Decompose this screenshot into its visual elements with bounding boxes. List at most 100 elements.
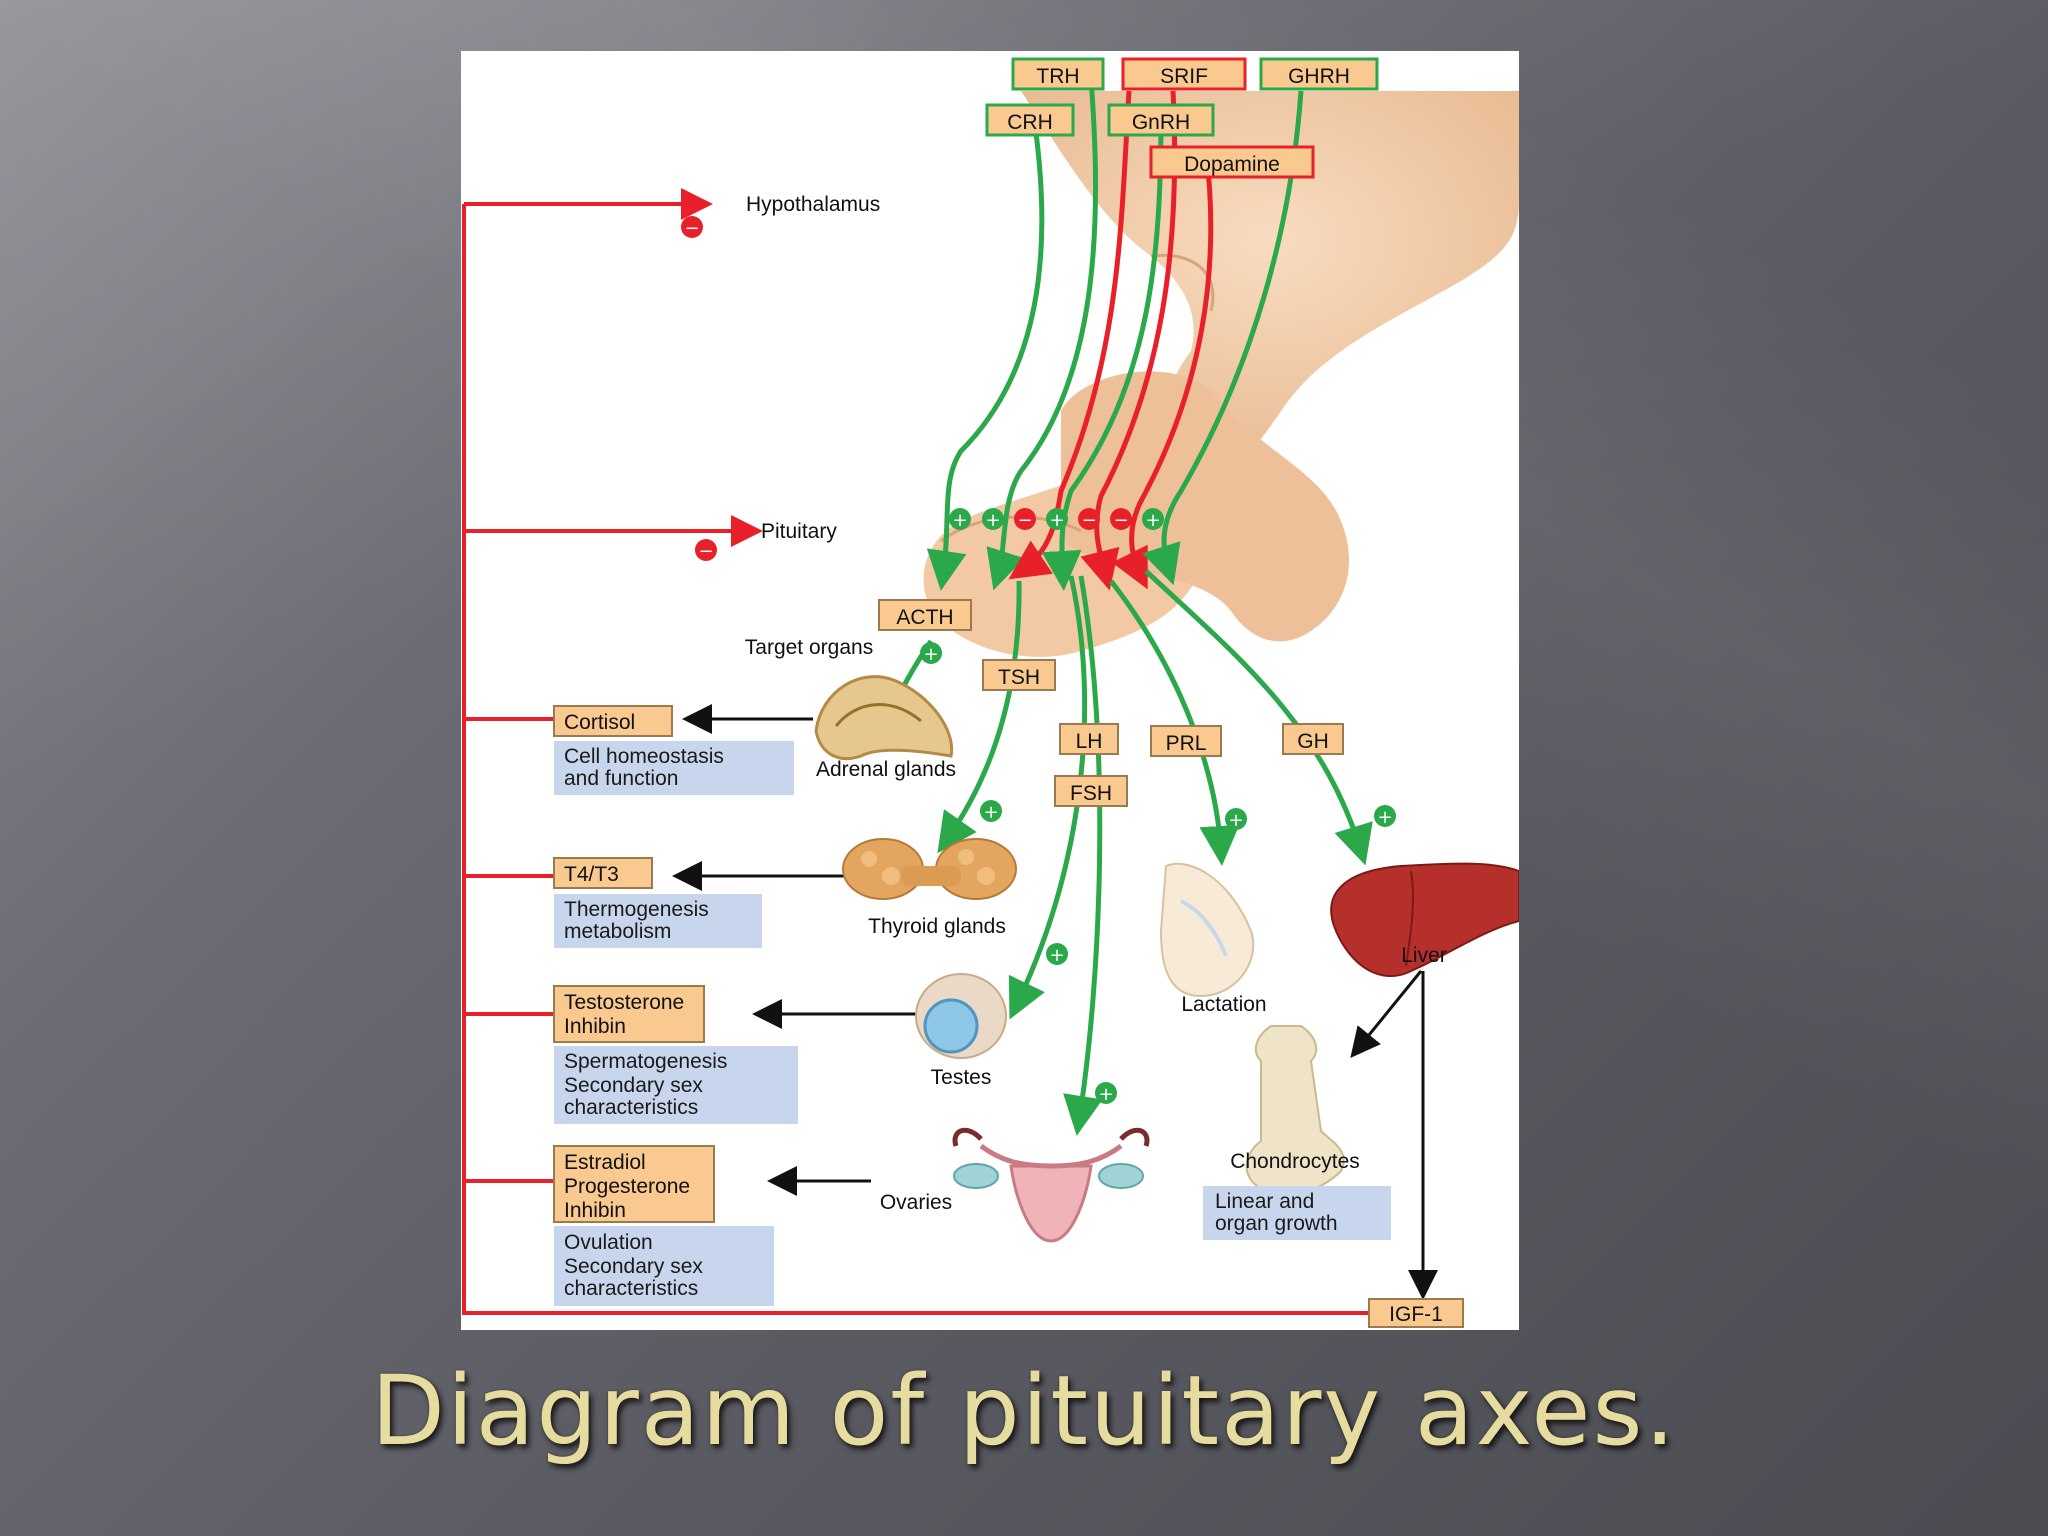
testosterone-box: [553, 985, 705, 1043]
svg-text:SRIF: SRIF: [1160, 65, 1208, 88]
svg-text:Thermogenesis: Thermogenesis: [564, 898, 709, 921]
svg-text:+: +: [1049, 945, 1064, 966]
svg-text:TSH: TSH: [998, 666, 1040, 689]
ghrh-path: [1142, 90, 1304, 586]
gnrh-path: [1041, 116, 1164, 591]
svg-text:Liver: Liver: [1401, 944, 1447, 967]
estradiol-box: [553, 1145, 715, 1223]
pituitary-gland: [923, 371, 1350, 657]
svg-text:Adrenal glands: Adrenal glands: [816, 758, 956, 781]
svg-text:T4/T3: T4/T3: [564, 863, 619, 886]
pituitary-sign-badges: + + − + − − +: [949, 508, 1164, 531]
svg-text:+: +: [923, 644, 938, 665]
svg-text:Dopamine: Dopamine: [1184, 153, 1280, 176]
svg-text:Cortisol: Cortisol: [564, 711, 635, 734]
sign-badge-5: −: [1078, 508, 1100, 531]
svg-text:characteristics: characteristics: [564, 1277, 698, 1300]
igf1-box: [1368, 1298, 1464, 1328]
svg-text:TRH: TRH: [1036, 65, 1079, 88]
releasing-factor-paths: [926, 78, 1304, 591]
cortisol-box: [553, 705, 673, 737]
dopamine-box: [1149, 145, 1315, 179]
svg-text:Spermatogenesis: Spermatogenesis: [564, 1050, 727, 1073]
hormone-boxes: [553, 57, 1464, 1328]
svg-text:−: −: [1081, 510, 1096, 531]
gnrh-box: [1107, 103, 1215, 137]
sign-badge-6: −: [1110, 508, 1132, 531]
svg-text:Target organs: Target organs: [745, 636, 873, 659]
svg-text:−: −: [698, 541, 713, 562]
svg-text:Secondary sex: Secondary sex: [564, 1074, 703, 1097]
feedback-loop: [462, 188, 1393, 1315]
svg-text:+: +: [1228, 810, 1243, 831]
svg-text:+: +: [1049, 510, 1064, 531]
svg-text:Lactation: Lactation: [1181, 993, 1266, 1016]
svg-text:IGF-1: IGF-1: [1389, 1303, 1443, 1326]
svg-text:characteristics: characteristics: [564, 1096, 698, 1119]
svg-text:+: +: [985, 510, 1000, 531]
testes-effect-box: [554, 1046, 798, 1124]
testes-illustration: [915, 973, 1007, 1059]
svg-text:Inhibin: Inhibin: [564, 1199, 626, 1222]
feedback-sign-badges: − −: [681, 216, 717, 562]
cortisol-effect-box: [554, 741, 794, 795]
svg-text:Ovulation: Ovulation: [564, 1231, 653, 1254]
svg-text:Inhibin: Inhibin: [564, 1015, 626, 1038]
prl-path: [1109, 579, 1240, 866]
slide-title: Diagram of pituitary axes.: [370, 1355, 1678, 1467]
svg-text:GH: GH: [1297, 730, 1329, 753]
svg-text:Chondrocytes: Chondrocytes: [1230, 1150, 1360, 1173]
svg-text:Linear and: Linear and: [1215, 1190, 1314, 1213]
trh-path: [986, 78, 1098, 591]
svg-text:+: +: [1145, 510, 1160, 531]
sign-badge-7: +: [1142, 508, 1164, 531]
hypothalamus-minus-badge: −: [681, 216, 703, 239]
tsh-path: [937, 580, 1022, 854]
pituitary-minus-badge: −: [695, 539, 717, 562]
srif-box: [1121, 57, 1247, 91]
t4t3-box: [553, 857, 653, 889]
srif-gh-path: [1008, 90, 1132, 580]
effect-labels: Cell homeostasis and function Thermogene…: [564, 745, 1338, 1300]
svg-text:Estradiol: Estradiol: [564, 1151, 646, 1174]
svg-text:GnRH: GnRH: [1132, 111, 1190, 134]
ovaries-effect-box: [554, 1226, 774, 1306]
svg-text:FSH: FSH: [1070, 782, 1112, 805]
svg-text:ACTH: ACTH: [896, 606, 953, 629]
organ-labels: Adrenal glands Thyroid glands Testes Ova…: [816, 758, 1447, 1214]
svg-text:−: −: [684, 218, 699, 239]
ghrh-box: [1259, 57, 1379, 91]
ovaries-illustration: [952, 1127, 1150, 1243]
trh-box: [1011, 57, 1105, 91]
gh-path: [1144, 569, 1373, 866]
breast-illustration: [1159, 862, 1255, 998]
sign-badge-1: +: [949, 508, 971, 531]
gh-box: [1282, 723, 1344, 755]
thyroid-gland-illustration: [842, 838, 1017, 900]
svg-text:GHRH: GHRH: [1288, 65, 1350, 88]
svg-text:+: +: [1098, 1084, 1113, 1105]
output-arrows: [672, 704, 1438, 1300]
svg-text:+: +: [983, 802, 998, 823]
dopamine-path: [1111, 150, 1214, 590]
adrenal-gland-illustration: [814, 675, 954, 761]
svg-text:Secondary sex: Secondary sex: [564, 1255, 703, 1278]
sign-badge-3: −: [1014, 508, 1036, 531]
liver-plus-badge: +: [1374, 805, 1396, 828]
hormone-labels: TRH SRIF GHRH CRH GnRH Dopamine ACTH TSH…: [896, 65, 1442, 1326]
sign-badge-4: +: [1046, 508, 1068, 531]
svg-text:Hypothalamus: Hypothalamus: [746, 193, 880, 216]
svg-text:and function: and function: [564, 767, 678, 790]
thyroid-effect-box: [554, 894, 762, 948]
effect-boxes: [554, 741, 1391, 1306]
crh-box: [985, 103, 1075, 137]
lactation-plus-badge: +: [1225, 808, 1247, 831]
svg-text:Testes: Testes: [931, 1066, 992, 1089]
product-labels: Cortisol T4/T3 Testosterone Inhibin Estr…: [564, 711, 690, 1222]
svg-text:−: −: [1017, 510, 1032, 531]
svg-text:Pituitary: Pituitary: [761, 520, 837, 543]
pituitary-axes-diagram: TRH SRIF GHRH CRH GnRH Dopamine ACTH TSH…: [461, 51, 1519, 1330]
target-plus-badges: + + + + + +: [920, 642, 1396, 1105]
svg-text:Ovaries: Ovaries: [880, 1191, 952, 1214]
ovaries-plus-badge: +: [1095, 1082, 1117, 1105]
